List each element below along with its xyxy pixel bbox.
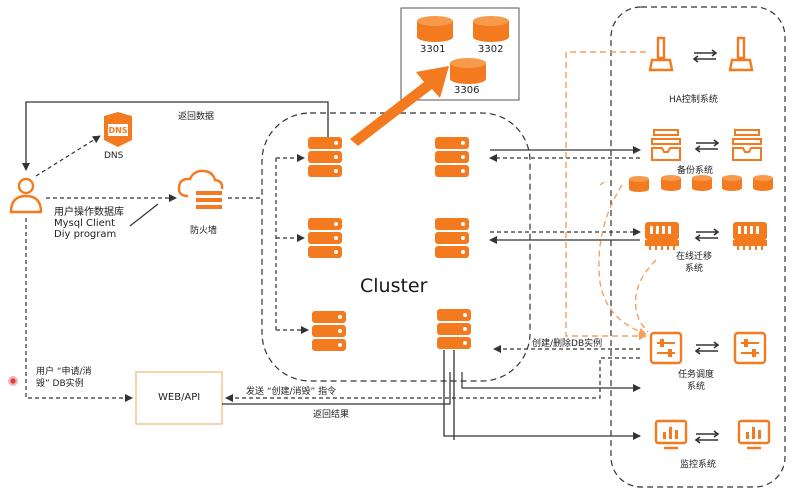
- ha-icon: [728, 36, 754, 72]
- server-icon: [435, 218, 469, 258]
- user-request-line2: 毁” DB实例: [36, 379, 84, 389]
- backup-label: 备份系统: [677, 166, 714, 176]
- backup-schedule-path: [598, 184, 647, 336]
- schedule-line2: 系统: [687, 382, 706, 392]
- backup-icon: [651, 129, 681, 161]
- schedule-line1: 任务调度: [678, 370, 715, 380]
- record-indicator-core: [10, 378, 16, 384]
- schedule-label: 任务调度 系统: [678, 369, 714, 393]
- return-data-label: 返回数据: [178, 112, 215, 122]
- scheduler-icon: [649, 331, 683, 365]
- return-result-label: 返回结果: [313, 410, 350, 420]
- backup-icon: [732, 129, 762, 161]
- cluster-label: Cluster: [360, 275, 428, 297]
- port-3301: 3301: [420, 44, 446, 55]
- user-icon[interactable]: [9, 177, 43, 214]
- database-icon: [629, 176, 649, 192]
- user-request-line1: 用户 “申请/消: [36, 367, 92, 377]
- ha-label: HA控制系统: [669, 95, 718, 105]
- user-db-label: 用户操作数据库 Mysql Client Diy program: [54, 207, 124, 240]
- user-db-line1: 用户操作数据库: [54, 207, 124, 218]
- cluster-boundary: [261, 112, 531, 382]
- user-dns-line: [35, 135, 101, 177]
- monitor-icon: [737, 419, 771, 450]
- migrate-schedule-path: [634, 259, 657, 333]
- user-request-label: 用户 “申请/消 毁” DB实例: [36, 366, 92, 390]
- database-icon: [753, 175, 773, 191]
- user-webapi-line: [25, 218, 133, 402]
- user-db-line3: Diy program: [54, 229, 117, 240]
- dns-label: DNS: [104, 151, 124, 161]
- svg-text:DNS: DNS: [108, 126, 127, 135]
- database-icon: [722, 175, 742, 191]
- ha-control-path: [565, 51, 647, 340]
- big-orange-arrow: [350, 66, 449, 146]
- migrate-line1: 在线迁移: [676, 252, 713, 262]
- port-3306: 3306: [454, 85, 480, 96]
- cloud-firewall-icon: [177, 169, 224, 209]
- server-icon: [437, 309, 471, 349]
- database-icon-3306: [450, 58, 486, 84]
- monitor-label: 监控系统: [680, 460, 717, 470]
- migrate-label: 在线迁移 系统: [676, 251, 712, 275]
- database-icon-3302: [473, 16, 509, 42]
- cluster-monitor-line: [443, 350, 641, 440]
- memory-icon: [733, 222, 767, 250]
- systems-boundary: [610, 6, 786, 488]
- send-command-line: [225, 357, 640, 402]
- database-icon: [661, 175, 681, 191]
- ha-icon: [648, 36, 674, 72]
- create-delete-label: 创建/删除DB实例: [532, 339, 603, 349]
- return-result-line: [222, 372, 451, 405]
- monitor-icon: [654, 419, 688, 450]
- server-icon: [312, 311, 346, 351]
- result-vertical: [461, 372, 641, 392]
- web-api-label[interactable]: WEB/API: [158, 392, 201, 403]
- client-firewall-line: [129, 203, 159, 227]
- return-data-line: [22, 101, 329, 171]
- user-db-line2: Mysql Client: [54, 218, 116, 229]
- web-api-box[interactable]: [135, 371, 223, 425]
- database-icon-3301: [417, 16, 453, 42]
- dns-icon: DNS: [104, 112, 132, 147]
- server-icon: [435, 137, 469, 177]
- database-icon: [692, 175, 712, 191]
- sync-arrows: [692, 49, 720, 444]
- server-icon: [308, 218, 342, 258]
- ha-backup-path: [599, 181, 605, 186]
- firewall-label: 防火墙: [190, 226, 218, 236]
- migrate-line2: 系统: [685, 264, 704, 274]
- scheduler-icon: [733, 331, 767, 365]
- port-3302: 3302: [478, 44, 504, 55]
- send-command-label: 发送 “创建/消毁” 指令: [246, 387, 337, 397]
- memory-icon: [645, 222, 679, 250]
- server-icon: [308, 137, 342, 177]
